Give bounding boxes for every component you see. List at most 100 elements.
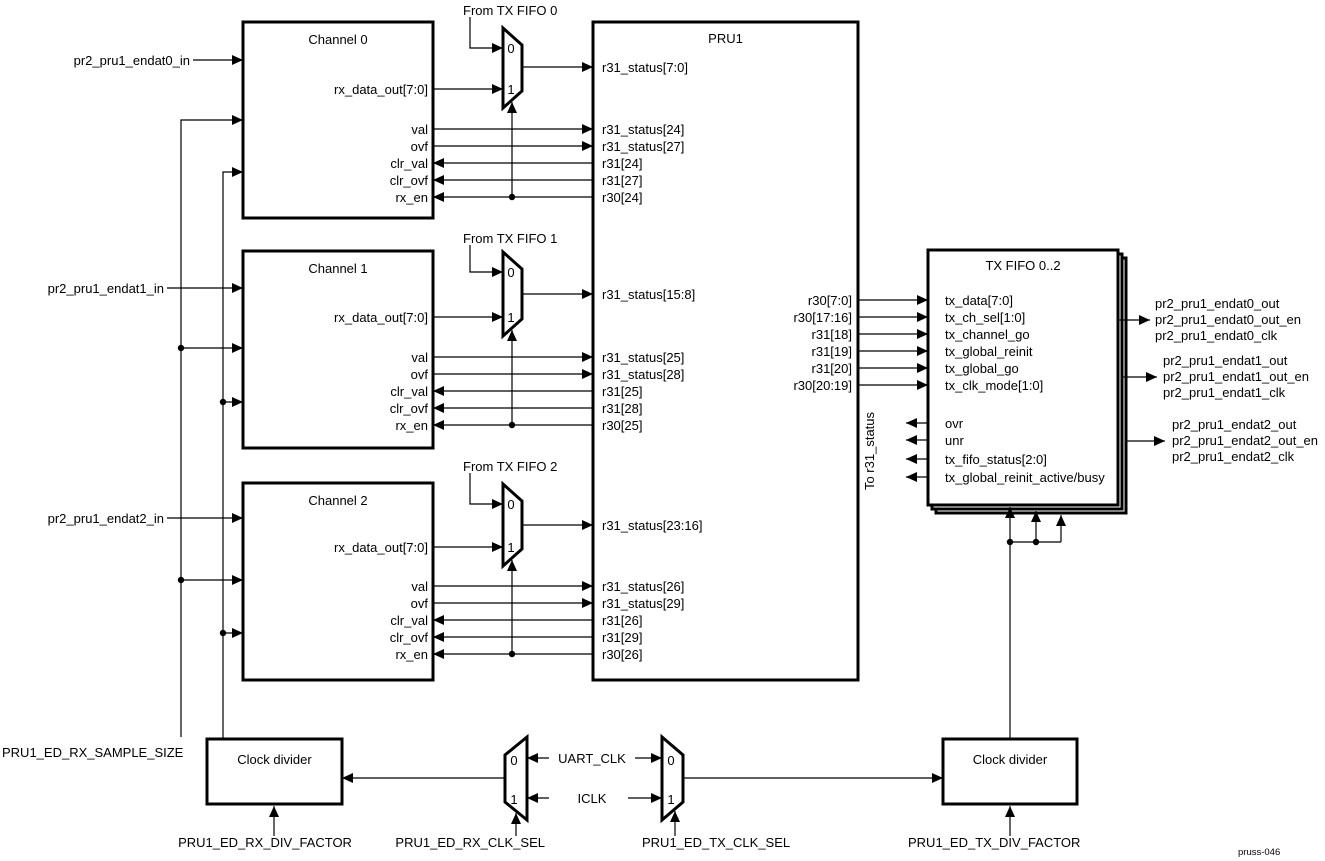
mux0-in1-label: 1: [507, 82, 515, 97]
pru1-signal-label: r30[26]: [602, 647, 643, 662]
ch0-val-label: val: [411, 122, 428, 137]
tx-fifo-title: TX FIFO 0..2: [985, 258, 1061, 273]
mux1-in1-label: 1: [507, 310, 515, 325]
endat2-out-label: pr2_pru1_endat2_out: [1172, 417, 1297, 432]
endat1-in-label: pr2_pru1_endat1_in: [47, 281, 164, 296]
from-tx-fifo-2-label: From TX FIFO 2: [463, 459, 558, 474]
rx-clk-sel-label: PRU1_ED_RX_CLK_SEL: [395, 835, 545, 850]
tx-div-factor-label: PRU1_ED_TX_DIV_FACTOR: [908, 835, 1081, 850]
endat0-out-label: pr2_pru1_endat0_out: [1155, 296, 1280, 311]
pru1-signal-label: r31[18]: [811, 327, 852, 342]
ch2-val-label: val: [411, 579, 428, 594]
pru1-signal-label: r30[17:16]: [793, 310, 852, 325]
ch1-rx-data-label: rx_data_out[7:0]: [334, 310, 428, 325]
ch1-clr-ovf-label: clr_ovf: [389, 401, 428, 416]
endat0-in-label: pr2_pru1_endat0_in: [73, 53, 190, 68]
fifo-signal-label: unr: [945, 433, 964, 448]
pru1-title: PRU1: [708, 31, 743, 46]
fifo-signal-label: tx_fifo_status[2:0]: [945, 452, 1047, 467]
rx-div-factor-label: PRU1_ED_RX_DIV_FACTOR: [178, 835, 352, 850]
ch0-rx-en-label: rx_en: [395, 190, 428, 205]
fifo-signal-label: tx_clk_mode[1:0]: [945, 378, 1044, 393]
endat2-in-label: pr2_pru1_endat2_in: [47, 511, 164, 526]
rx-data-mux-1: [501, 248, 524, 340]
channel-0-box: [241, 20, 435, 220]
ch2-rx-data-label: rx_data_out[7:0]: [334, 540, 428, 555]
endat1-out-label: pr2_pru1_endat1_out: [1163, 353, 1288, 368]
to-r31-status-label: To r31_status: [862, 411, 877, 491]
mux2-in0-label: 0: [507, 497, 515, 512]
rx-clk-mux-in0-label: 0: [510, 753, 518, 768]
channel-0-wires: [193, 17, 593, 202]
fifo-signal-label: ovr: [945, 416, 964, 431]
clocking-wires: [269, 507, 1066, 836]
fifo-signal-label: tx_global_reinit: [945, 344, 1033, 359]
rx-clock-divider-box: [205, 737, 344, 806]
fifo-output-wires: [1118, 315, 1165, 446]
pru1-signal-label: r30[20:19]: [793, 378, 852, 393]
rx-sample-size-bus: [180, 115, 243, 737]
endat2-out-en-label: pr2_pru1_endat2_out_en: [1172, 433, 1319, 448]
from-tx-fifo-1-label: From TX FIFO 1: [463, 231, 558, 246]
channel-1-box: [241, 249, 435, 450]
pru1-box: [591, 20, 860, 682]
pru1-signal-label: r31_status[7:0]: [602, 60, 688, 75]
channel-0-title: Channel 0: [308, 32, 368, 47]
pru1-signal-label: r31_status[29]: [602, 596, 685, 611]
pru1-signal-label: r31_status[26]: [602, 579, 685, 594]
pru1-signal-label: r31_status[15:8]: [602, 287, 696, 302]
endat0-out-en-label: pr2_pru1_endat0_out_en: [1155, 312, 1302, 327]
rx-clk-mux-in1-label: 1: [510, 792, 518, 807]
mux0-in0-label: 0: [507, 41, 515, 56]
ch2-clr-val-label: clr_val: [390, 613, 428, 628]
ch0-ovf-label: ovf: [410, 139, 428, 154]
pru1-signal-label: r31[20]: [811, 361, 852, 376]
endat2-clk-label: pr2_pru1_endat2_clk: [1172, 449, 1295, 464]
pru1-signal-label: r31[25]: [602, 384, 643, 399]
rx-clk-mux: [503, 733, 529, 824]
ch0-clr-ovf-label: clr_ovf: [389, 173, 428, 188]
fifo-status-wires: [906, 418, 928, 482]
pru1-signal-label: r31_status[25]: [602, 350, 685, 365]
channel-1-title: Channel 1: [308, 261, 368, 276]
pru1-signal-label: r31[26]: [602, 613, 643, 628]
mux2-in1-label: 1: [507, 540, 515, 555]
fifo-signal-label: tx_data[7:0]: [945, 293, 1013, 308]
rx-data-mux-2: [501, 480, 524, 570]
fifo-signal-label: tx_ch_sel[1:0]: [945, 310, 1026, 325]
tx-clk-sel-label: PRU1_ED_TX_CLK_SEL: [642, 835, 791, 850]
pru1-signal-label: r31[19]: [811, 344, 852, 359]
iclk-label: ICLK: [577, 791, 607, 806]
pru1-signal-label: r30[7:0]: [807, 293, 852, 308]
junction-dots: [177, 193, 1040, 658]
channel-2-title: Channel 2: [308, 493, 368, 508]
pru1-to-fifo-wires: [858, 295, 928, 390]
channel-1-wires: [167, 245, 593, 430]
pru1-signal-label: r31_status[24]: [602, 122, 685, 137]
rx-clock-bus: [222, 167, 243, 739]
tx-clk-mux: [660, 733, 685, 824]
tx-clock-divider-box: [941, 737, 1079, 806]
from-tx-fifo-0-label: From TX FIFO 0: [463, 3, 558, 18]
pru1-signal-label: r30[25]: [602, 418, 643, 433]
fifo-signal-label: tx_channel_go: [945, 327, 1030, 342]
pru1-signal-label: r31_status[28]: [602, 367, 685, 382]
tx-clk-mux-in0-label: 0: [667, 753, 675, 768]
ch1-val-label: val: [411, 350, 428, 365]
pru1-signal-label: r31_status[27]: [602, 139, 685, 154]
ch2-rx-en-label: rx_en: [395, 647, 428, 662]
rx-data-mux-0: [501, 24, 524, 112]
ch0-clr-val-label: clr_val: [390, 156, 428, 171]
pru1-signal-label: r30[24]: [602, 190, 643, 205]
ch2-ovf-label: ovf: [410, 596, 428, 611]
pru1-signal-label: r31[29]: [602, 630, 643, 645]
ch1-clr-val-label: clr_val: [390, 384, 428, 399]
ch0-rx-data-label: rx_data_out[7:0]: [334, 82, 428, 97]
fifo-signal-label: tx_global_reinit_active/busy: [945, 470, 1105, 485]
tx-clk-mux-in1-label: 1: [667, 792, 675, 807]
fifo-signal-label: tx_global_go: [945, 361, 1019, 376]
tx-clock-divider-title: Clock divider: [972, 752, 1048, 767]
channel-2-box: [241, 481, 435, 682]
